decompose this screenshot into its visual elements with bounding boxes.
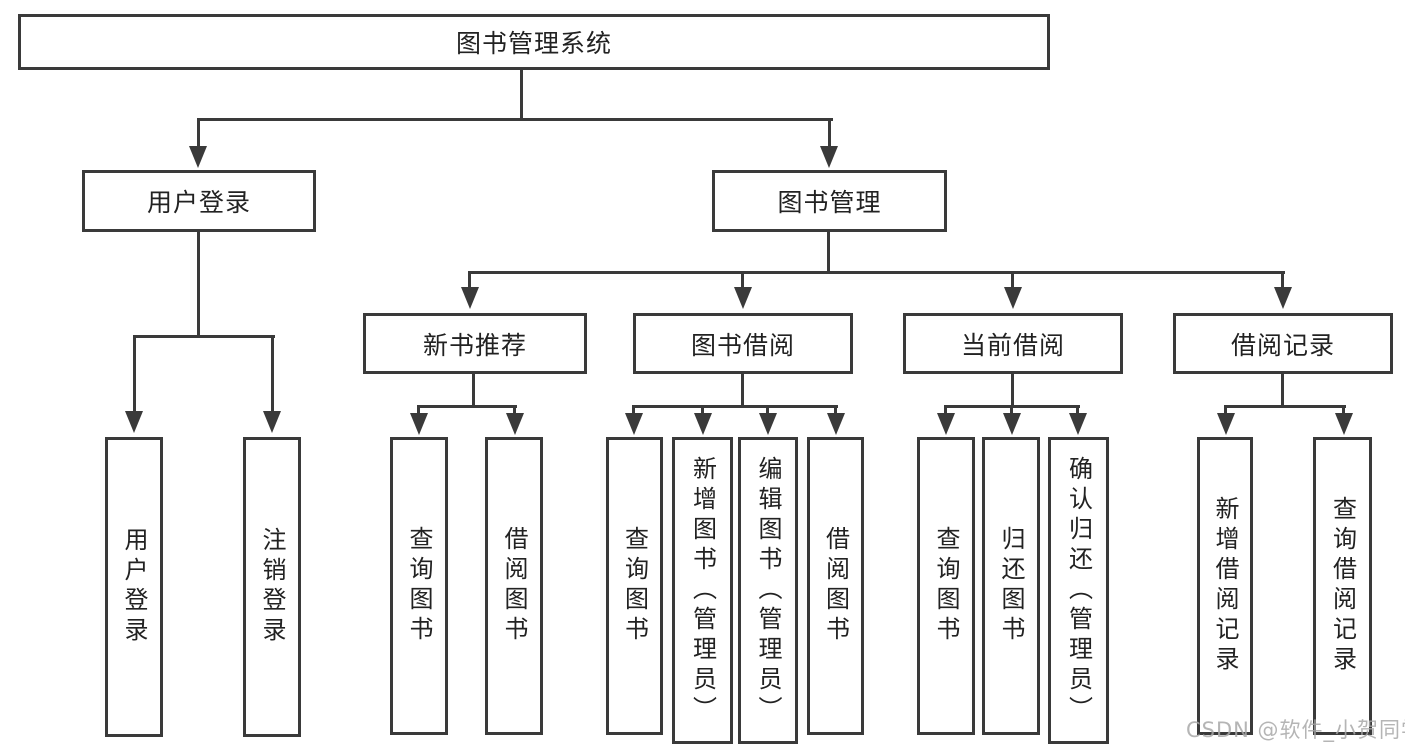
connector-leaf-shaft — [1342, 405, 1345, 415]
arrow-down-icon — [694, 413, 712, 435]
node-records: 借阅记录 — [1173, 313, 1393, 374]
arrow-down-icon — [410, 413, 428, 435]
connector-leaf-shaft — [766, 405, 769, 415]
connector-borrowing-bar — [632, 405, 838, 408]
connector-userlogin-stem — [197, 230, 200, 338]
connector-leaf-shaft — [133, 335, 136, 413]
connector-bookmgmt-shaft — [828, 118, 831, 148]
leaf-confirm-return-admin: 确认归还（管理员） — [1048, 437, 1109, 744]
leaf-add-books-admin: 新增图书（管理员） — [672, 437, 733, 744]
connector-l3-shaft — [1011, 271, 1014, 287]
arrow-down-icon — [1335, 413, 1353, 435]
connector-borrowing-stem — [741, 372, 744, 408]
connector-records-bar — [1224, 405, 1346, 408]
leaf-user-login: 用户登录 — [105, 437, 163, 737]
arrow-down-icon — [1069, 413, 1087, 435]
connector-leaf-shaft — [271, 335, 274, 413]
node-borrowing: 图书借阅 — [633, 313, 853, 374]
connector-leaf-shaft — [1010, 405, 1013, 415]
connector-root-bar — [197, 118, 833, 121]
node-root: 图书管理系统 — [18, 14, 1050, 70]
leaf-add-borrow-record: 新增借阅记录 — [1197, 437, 1253, 735]
connector-leaf-shaft — [1224, 405, 1227, 415]
leaf-logout: 注销登录 — [243, 437, 301, 737]
node-user-login: 用户登录 — [82, 170, 316, 232]
leaf-query-books: 查询图书 — [390, 437, 448, 735]
connector-l3-shaft — [1281, 271, 1284, 287]
leaf-return-books: 归还图书 — [982, 437, 1040, 735]
arrow-down-icon — [734, 287, 752, 309]
connector-leaf-shaft — [701, 405, 704, 415]
arrow-down-icon — [1274, 287, 1292, 309]
arrow-down-icon — [937, 413, 955, 435]
arrow-down-icon — [1217, 413, 1235, 435]
arrow-down-icon — [506, 413, 524, 435]
leaf-borrow-books: 借阅图书 — [485, 437, 543, 735]
leaf-query-books: 查询图书 — [917, 437, 975, 735]
connector-bookmgmt-stem — [827, 230, 830, 274]
connector-leaf-shaft — [632, 405, 635, 415]
arrow-down-icon — [461, 287, 479, 309]
leaf-borrow-books: 借阅图书 — [807, 437, 864, 735]
arrow-down-icon — [189, 146, 207, 168]
connector-newbooks-bar — [417, 405, 517, 408]
connector-current-stem — [1011, 372, 1014, 408]
csdn-watermark: CSDN @软件_小贺同学 — [1186, 718, 1405, 742]
connector-records-stem — [1281, 372, 1284, 408]
connector-root-stem — [520, 68, 523, 120]
arrow-down-icon — [625, 413, 643, 435]
node-new-books: 新书推荐 — [363, 313, 587, 374]
node-book-mgmt: 图书管理 — [712, 170, 947, 232]
connector-leaf-shaft — [1076, 405, 1079, 415]
arrow-down-icon — [125, 411, 143, 433]
leaf-query-borrow-record: 查询借阅记录 — [1313, 437, 1372, 735]
connector-newbooks-stem — [472, 372, 475, 408]
arrow-down-icon — [827, 413, 845, 435]
connector-leaf-shaft — [417, 405, 420, 415]
connector-leaf-shaft — [513, 405, 516, 415]
connector-userlogin-bar — [133, 335, 275, 338]
arrow-down-icon — [263, 411, 281, 433]
connector-l3-shaft — [741, 271, 744, 287]
leaf-edit-books-admin: 编辑图书（管理员） — [738, 437, 798, 744]
arrow-down-icon — [1003, 413, 1021, 435]
leaf-query-books: 查询图书 — [606, 437, 663, 735]
node-current: 当前借阅 — [903, 313, 1123, 374]
connector-bookmgmt-bar — [468, 271, 1285, 274]
connector-l3-shaft — [468, 271, 471, 287]
connector-leaf-shaft — [944, 405, 947, 415]
arrow-down-icon — [1004, 287, 1022, 309]
connector-leaf-shaft — [834, 405, 837, 415]
arrow-down-icon — [820, 146, 838, 168]
connector-userlogin-shaft — [197, 118, 200, 148]
arrow-down-icon — [759, 413, 777, 435]
